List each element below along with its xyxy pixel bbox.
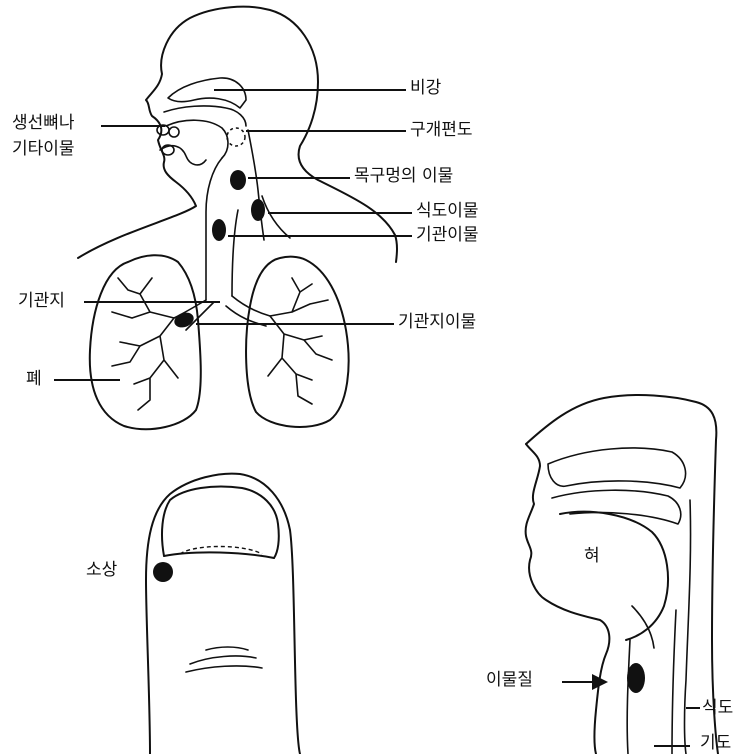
label-tongue: 혀 bbox=[584, 548, 600, 565]
head-sagittal-figure bbox=[526, 395, 718, 754]
tracheal-foreign-body-blob bbox=[212, 219, 226, 241]
label-bronchial-foreign-body: 기관지이물 bbox=[398, 314, 476, 331]
label-oropharyngeal-line2: 기타이물 bbox=[12, 141, 75, 158]
fingernail bbox=[162, 487, 279, 559]
label-esophagus: 식도 bbox=[702, 700, 733, 717]
trachea-right-wall bbox=[232, 210, 238, 296]
label-esophageal-foreign-body: 식도이물 bbox=[416, 203, 479, 220]
label-airway: 기도 bbox=[700, 735, 731, 752]
esophagus-wall bbox=[262, 196, 290, 238]
nasal-cavity-region bbox=[548, 448, 686, 488]
bronchial-foreign-body-blob bbox=[172, 310, 196, 330]
label-nasal-cavity: 비강 bbox=[410, 80, 441, 97]
pharynx-wall-back bbox=[248, 130, 264, 240]
tongue-shape bbox=[166, 120, 228, 158]
tongue-outline bbox=[560, 512, 668, 640]
label-burn: 소상 bbox=[86, 562, 117, 579]
label-tracheal-foreign-body: 기관이물 bbox=[416, 227, 479, 244]
palate bbox=[552, 490, 681, 524]
label-bronchus: 기관지 bbox=[18, 293, 65, 310]
head-torso-outline bbox=[78, 7, 397, 262]
burn-point bbox=[153, 562, 173, 582]
nasal-cavity-shape bbox=[168, 78, 246, 108]
pharynx-back-wall bbox=[685, 500, 691, 754]
upper-teeth-2 bbox=[169, 127, 179, 137]
airway-front-wall bbox=[627, 640, 630, 754]
tonsil-dashed-circle bbox=[227, 128, 245, 146]
knuckle-crease bbox=[186, 647, 262, 672]
esophageal-foreign-body-blob bbox=[251, 199, 265, 221]
fingertip-figure bbox=[146, 474, 300, 754]
throat-foreign-body-blob bbox=[230, 170, 246, 190]
label-lung: 폐 bbox=[26, 371, 42, 388]
left-bronchial-tree bbox=[112, 278, 178, 410]
foreign-object-blob bbox=[627, 663, 645, 693]
label-foreign-object: 이물질 bbox=[486, 672, 533, 689]
right-bronchial-tree bbox=[268, 278, 332, 404]
label-throat-foreign-body: 목구멍의 이물 bbox=[354, 168, 453, 185]
right-lung-outline bbox=[246, 257, 349, 427]
label-oropharyngeal-line1: 생선뼈나 bbox=[12, 115, 75, 132]
esophagus-line bbox=[672, 610, 676, 754]
label-tonsil: 구개편도 bbox=[410, 122, 473, 139]
respiratory-tract-figure bbox=[54, 7, 412, 429]
